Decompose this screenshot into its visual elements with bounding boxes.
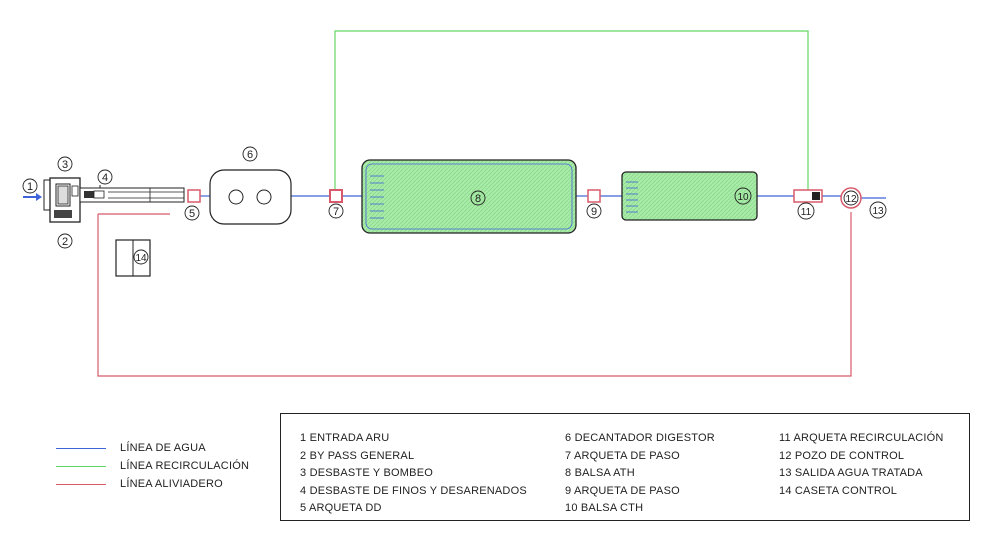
overflow-line-swatch <box>56 484 106 485</box>
headworks-building <box>43 177 81 223</box>
key-column-3: 11 ARQUETA RECIRCULACIÓN 12 POZO DE CONT… <box>779 430 944 500</box>
key-item: 2 BY PASS GENERAL <box>300 449 415 462</box>
degritting-channel <box>79 185 185 203</box>
decantador-digestor <box>209 169 292 225</box>
key-item: 3 DESBASTE Y BOMBEO <box>300 467 433 479</box>
key-column-1: 1 ENTRADA ARU 2 BY PASS GENERAL 3 DESBAS… <box>300 430 527 518</box>
legend-water-label: LÍNEA DE AGUA <box>120 442 206 454</box>
water-line <box>200 195 886 199</box>
key-item: 1 ENTRADA ARU <box>300 432 390 444</box>
svg-text:12: 12 <box>845 194 857 205</box>
svg-text:14: 14 <box>135 253 147 264</box>
key-column-2: 6 DECANTADOR DIGESTOR 7 ARQUETA DE PASO … <box>565 430 715 518</box>
key-item: 14 CASETA CONTROL <box>779 484 898 497</box>
arqueta-recirculacion <box>793 189 823 203</box>
label-8: 8 <box>470 190 486 206</box>
key-box: 1 ENTRADA ARU 2 BY PASS GENERAL 3 DESBAS… <box>280 413 970 521</box>
arqueta-dd <box>187 189 201 203</box>
label-2: 2 <box>57 233 73 249</box>
label-6: 6 <box>242 146 258 162</box>
legend-overflow-label: LÍNEA ALIVIADERO <box>120 478 223 490</box>
key-item: 9 ARQUETA DE PASO <box>565 484 680 497</box>
label-13: 13 <box>869 201 887 219</box>
svg-text:5: 5 <box>189 208 195 220</box>
overflow-line <box>97 212 852 377</box>
key-item: 4 DESBASTE DE FINOS Y DESARENADOS <box>300 484 527 497</box>
svg-text:6: 6 <box>247 149 253 161</box>
svg-text:2: 2 <box>62 236 68 248</box>
key-item: 8 BALSA ATH <box>565 467 635 479</box>
balsa-cth <box>621 171 758 221</box>
label-10: 10 <box>734 187 752 205</box>
svg-text:10: 10 <box>737 192 749 203</box>
label-1: 1 <box>22 178 38 194</box>
svg-text:1: 1 <box>27 181 33 193</box>
svg-text:13: 13 <box>872 206 884 217</box>
svg-text:4: 4 <box>102 172 108 184</box>
label-5: 5 <box>184 205 200 221</box>
key-item: 13 SALIDA AGUA TRATADA <box>779 467 923 479</box>
key-item: 5 ARQUETA DD <box>300 502 382 514</box>
water-line-swatch <box>56 448 106 449</box>
arqueta-de-paso-7 <box>329 189 343 203</box>
key-item: 10 BALSA CTH <box>565 502 644 514</box>
recirculation-line-swatch <box>56 466 106 467</box>
key-item: 11 ARQUETA RECIRCULACIÓN <box>779 432 944 444</box>
key-item: 6 DECANTADOR DIGESTOR <box>565 432 715 444</box>
svg-text:8: 8 <box>475 193 481 205</box>
label-12: 12 <box>843 190 859 206</box>
legend-recirculation-label: LÍNEA RECIRCULACIÓN <box>120 460 250 472</box>
svg-text:3: 3 <box>62 159 68 171</box>
key-item: 7 ARQUETA DE PASO <box>565 449 680 462</box>
inlet-arrow-icon <box>23 193 42 201</box>
label-7: 7 <box>328 203 344 219</box>
key-item: 12 POZO DE CONTROL <box>779 449 905 462</box>
label-4: 4 <box>97 169 113 185</box>
label-11: 11 <box>797 202 815 220</box>
label-14: 14 <box>133 249 149 265</box>
svg-text:7: 7 <box>333 206 339 218</box>
svg-text:11: 11 <box>801 207 812 218</box>
label-9: 9 <box>586 203 602 219</box>
svg-text:9: 9 <box>591 206 597 218</box>
recirculation-line <box>334 30 809 190</box>
balsa-ath <box>361 159 577 234</box>
arqueta-de-paso-9 <box>587 189 601 203</box>
label-3: 3 <box>57 156 73 172</box>
